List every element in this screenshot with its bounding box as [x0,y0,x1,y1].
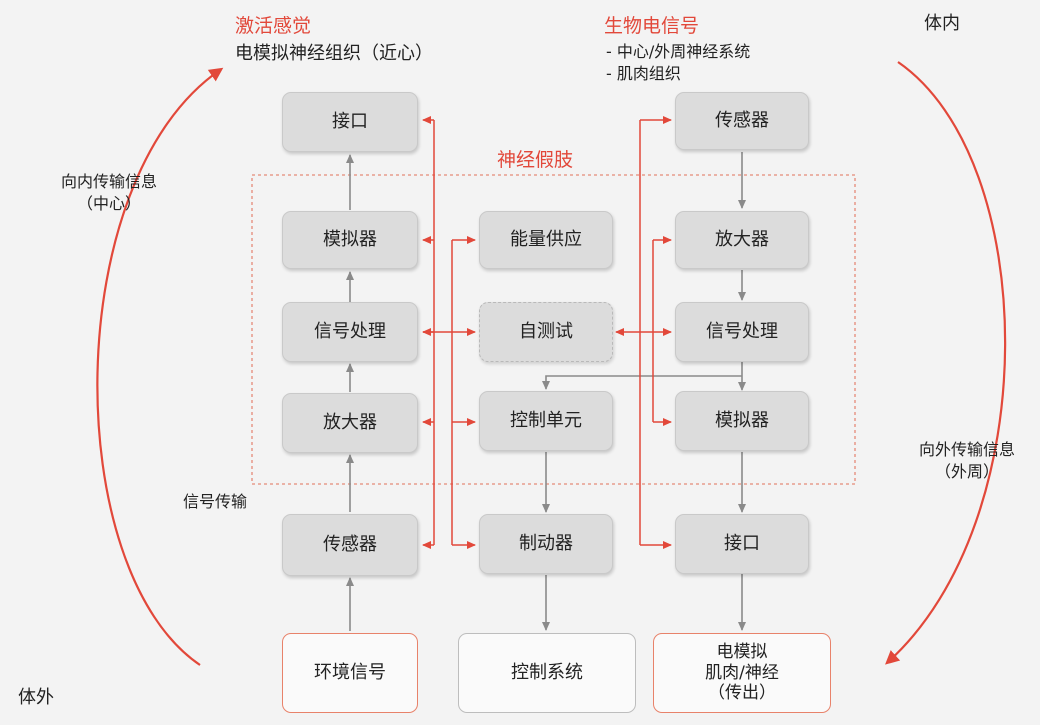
right-simulator-box: 模拟器 [675,391,809,451]
inward-arc-arrow [96,67,224,666]
left-amplifier-label: 放大器 [323,411,377,433]
left-simulator-box: 模拟器 [282,211,418,269]
prosthesis-boundary [251,174,856,485]
right-sensor-box: 传感器 [675,92,809,150]
right-header-item-1: - 中心/外周神经系统 [606,42,751,61]
arrow-feedback-to-control-unit [542,375,742,390]
signal-transmission-label: 信号传输 [183,492,248,511]
self-test-label: 自测试 [519,320,573,342]
control-system-label: 控制系统 [511,661,583,683]
right-signal-processing-box: 信号处理 [675,302,809,362]
outward-label-2: （外周） [934,462,999,481]
left-header-subtitle: 电模拟神经组织（近心） [235,43,433,64]
left-interface-label: 接口 [332,110,368,132]
control-system-box: 控制系统 [458,633,636,713]
right-interface-label: 接口 [724,532,760,554]
environment-signal-label: 环境信号 [314,661,386,683]
power-supply-box: 能量供应 [479,211,613,269]
actuator-label: 制动器 [519,532,573,554]
right-amplifier-box: 放大器 [675,211,809,269]
output-line-2: 肌肉/神经 [705,662,779,683]
right-signal-processing-label: 信号处理 [706,320,778,342]
left-signal-processing-label: 信号处理 [314,320,386,342]
output-stimulation-box: 电模拟 肌肉/神经 （传出） [653,633,831,713]
output-line-1: 电模拟 [716,642,768,663]
left-interface-box: 接口 [282,92,418,152]
left-amplifier-box: 放大器 [282,393,418,453]
environment-signal-box: 环境信号 [282,633,418,713]
outside-label: 体外 [18,687,54,708]
right-header-title: 生物电信号 [604,15,700,37]
control-unit-box: 控制单元 [479,391,613,451]
right-amplifier-label: 放大器 [715,228,769,250]
control-unit-label: 控制单元 [510,409,582,431]
prosthesis-title: 神经假肢 [497,149,574,171]
right-interface-box: 接口 [675,514,809,574]
left-simulator-label: 模拟器 [323,228,377,250]
inward-label-2: （中心） [76,194,141,213]
power-supply-label: 能量供应 [510,228,582,250]
right-sensor-label: 传感器 [715,109,769,131]
left-sensor-label: 传感器 [323,533,377,555]
right-header-item-2: - 肌肉组织 [606,64,681,83]
inward-label-1: 向内传输信息 [60,172,157,191]
self-test-box: 自测试 [479,302,613,362]
actuator-box: 制动器 [479,514,613,574]
left-sensor-box: 传感器 [282,514,418,576]
left-signal-processing-box: 信号处理 [282,302,418,362]
output-line-3: （传出） [708,683,776,704]
outward-label-1: 向外传输信息 [918,440,1015,459]
outward-arc-arrow [885,61,1007,665]
left-header-title: 激活感觉 [235,15,312,37]
right-simulator-label: 模拟器 [715,409,769,431]
inside-label: 体内 [924,13,960,34]
